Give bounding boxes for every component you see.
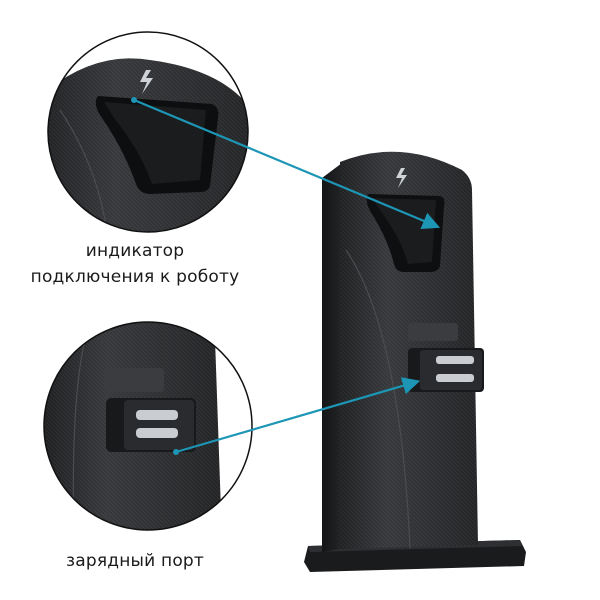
indicator-caption: индикатор подключения к роботу: [20, 238, 250, 290]
station-charging-port: [408, 348, 484, 392]
contact-plate: [136, 410, 178, 420]
charging-port-zoom: [106, 398, 196, 452]
indicator-zoom-circle: [47, 31, 249, 233]
indicator-caption-line1: индикатор: [85, 241, 185, 261]
contact-plate: [436, 356, 474, 364]
lightning-bolt-icon: [396, 168, 407, 188]
station-panel: [408, 323, 458, 341]
contact-plate: [436, 374, 474, 382]
charging-station: [304, 151, 526, 572]
indicator-caption-line2: подключения к роботу: [30, 267, 240, 287]
lightning-bolt-icon: [140, 70, 153, 94]
station-panel-zoom: [104, 368, 164, 392]
port-zoom-circle: [43, 321, 253, 531]
contact-plate: [136, 428, 178, 438]
charging-port-caption: зарядный порт: [65, 551, 205, 571]
indicator-callout-arrow: [133, 98, 441, 230]
port-callout-arrow: [175, 377, 421, 454]
